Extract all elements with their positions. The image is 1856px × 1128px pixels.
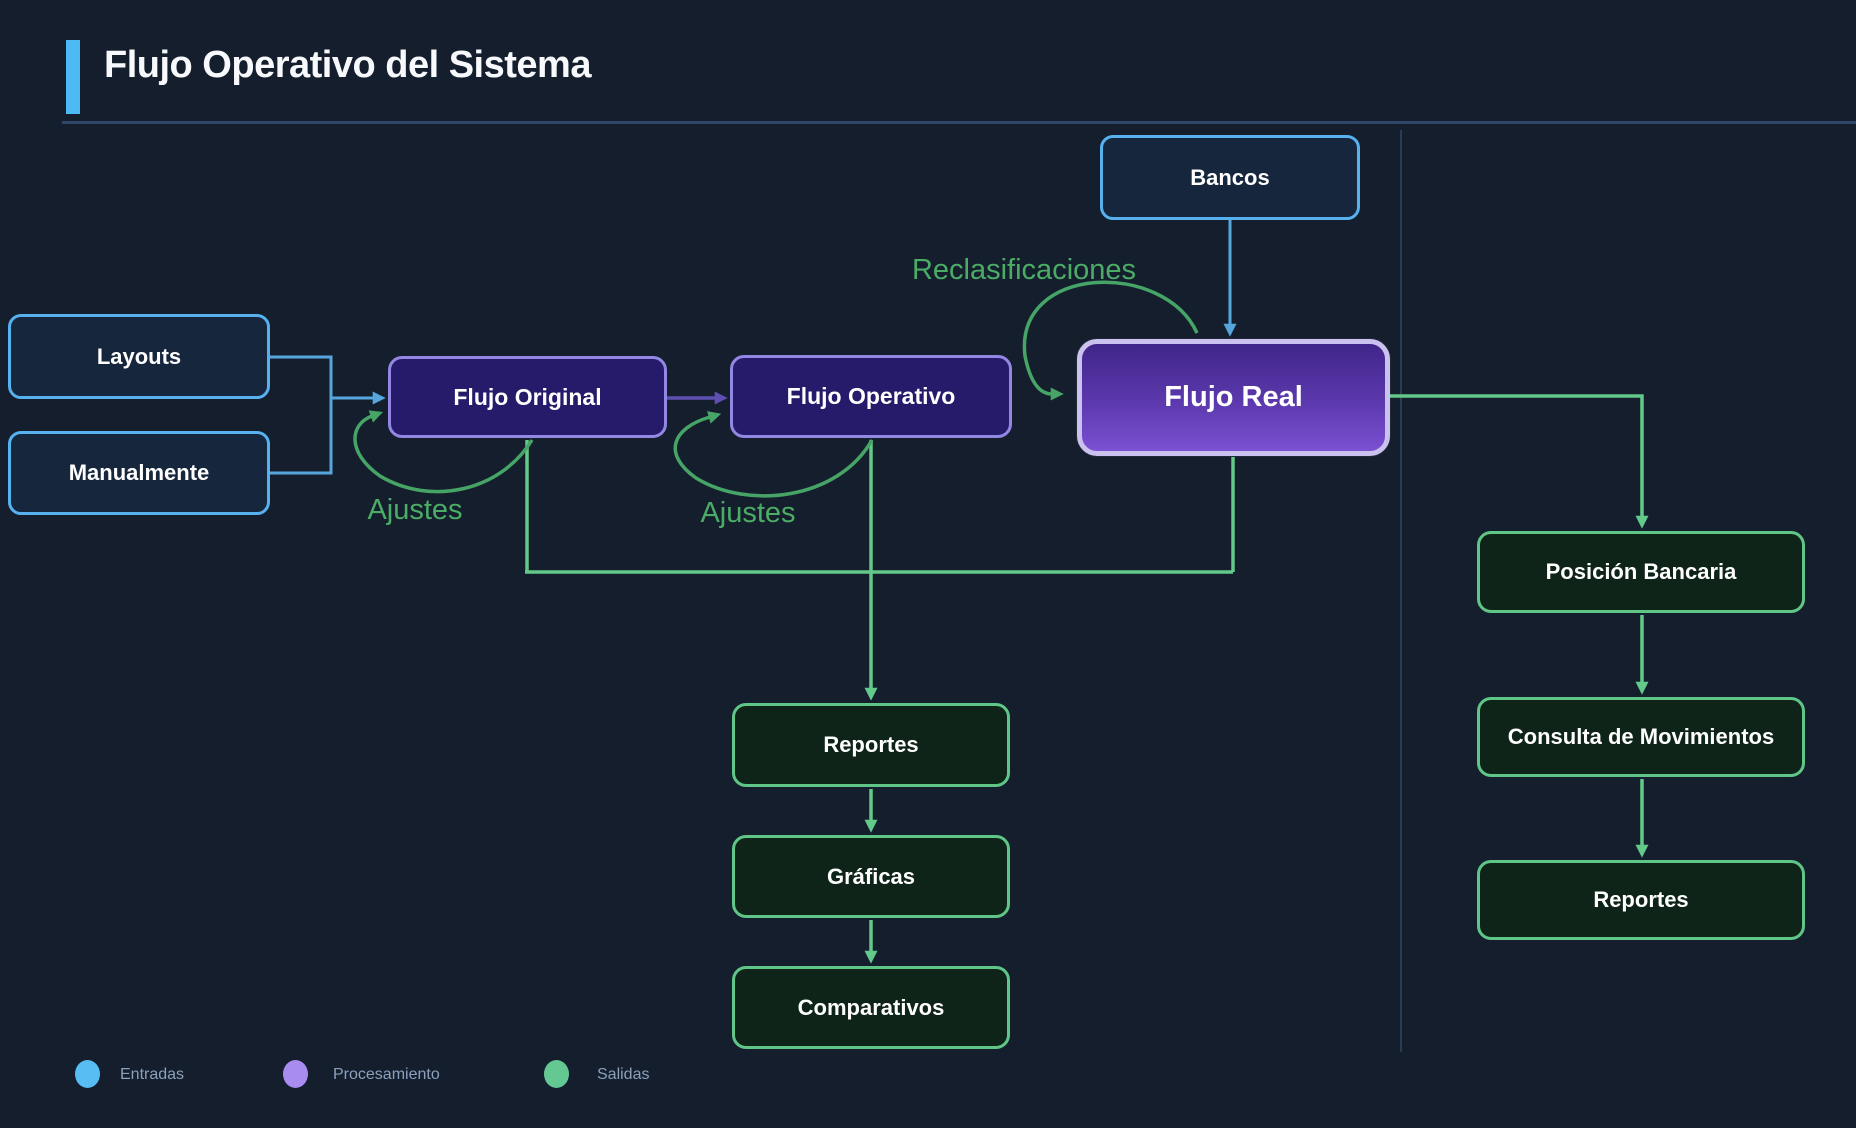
node-layouts: Layouts (8, 314, 270, 399)
legend-procesamiento-dot (283, 1060, 308, 1088)
node-posicion-bancaria-label: Posición Bancaria (1545, 559, 1737, 584)
node-consulta-movimientos: Consulta de Movimientos (1477, 697, 1805, 777)
node-comparativos-label: Comparativos (797, 994, 945, 1020)
node-graficas: Gráficas (732, 835, 1010, 918)
node-bancos: Bancos (1100, 135, 1360, 220)
node-layouts-label: Layouts (96, 343, 182, 369)
edge-layouts-manualmente-join (270, 355, 333, 475)
legend-entradas-dot (75, 1060, 100, 1088)
page-title: Flujo Operativo del Sistema (104, 44, 591, 86)
node-flujo-original: Flujo Original (388, 356, 667, 438)
node-reportes: Reportes (732, 703, 1010, 787)
node-flujo-real-label: Flujo Real (1164, 381, 1303, 413)
node-reportes-derecha-label: Reportes (1593, 887, 1689, 912)
node-reportes-derecha: Reportes (1477, 860, 1805, 940)
legend-salidas-dot (544, 1060, 569, 1088)
node-flujo-operativo: Flujo Operativo (730, 355, 1012, 438)
edge-real-to-posicion-bancaria (1390, 394, 1649, 529)
title-underline (62, 121, 1856, 124)
node-graficas-label: Gráficas (826, 863, 916, 889)
node-flujo-real: Flujo Real (1077, 339, 1390, 456)
edge-label-ajustes-original: Ajustes (367, 494, 463, 526)
title-accent-bar (66, 40, 80, 114)
node-reportes-label: Reportes (823, 732, 919, 757)
node-posicion-bancaria: Posición Bancaria (1477, 531, 1805, 613)
node-consulta-movimientos-label: Consulta de Movimientos (1507, 724, 1775, 749)
section-divider (1400, 130, 1402, 1052)
node-bancos-label: Bancos (1190, 164, 1270, 190)
edge-label-ajustes-operativo: Ajustes (700, 497, 796, 529)
legend-procesamiento-label: Procesamiento (333, 1066, 440, 1083)
node-flujo-operativo-label: Flujo Operativo (786, 383, 956, 409)
legend-entradas-label: Entradas (120, 1066, 185, 1083)
node-manualmente: Manualmente (8, 431, 270, 515)
node-manualmente-label: Manualmente (68, 460, 210, 485)
node-flujo-original-label: Flujo Original (453, 383, 602, 410)
edge-label-reclasificaciones: Reclasificaciones (911, 254, 1137, 286)
legend-salidas-label: Salidas (597, 1066, 650, 1083)
node-comparativos: Comparativos (732, 966, 1010, 1049)
